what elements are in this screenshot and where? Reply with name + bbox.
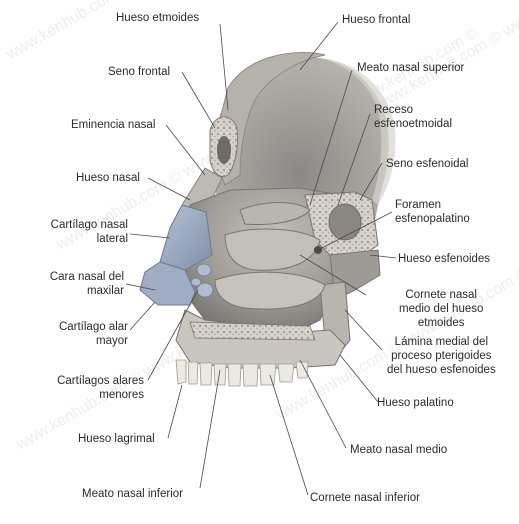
occipital-shadow: [320, 58, 396, 205]
label-hueso-palatino: Hueso palatino: [377, 397, 454, 409]
label-cara-nasal-maxilar: Cara nasal del maxilar: [49, 271, 124, 297]
minor-alar-cartilages: [190, 263, 214, 298]
label-hueso-nasal: Hueso nasal: [76, 172, 140, 184]
label-cartilago-alar-mayor: Cartílago alar mayor: [58, 321, 128, 347]
label-seno-frontal: Seno frontal: [108, 66, 171, 78]
label-seno-esfenoidal: Seno esfenoidal: [386, 158, 469, 170]
label-cornete-nasal-inferior: Cornete nasal inferior: [310, 492, 420, 504]
inferior-concha: [214, 271, 326, 310]
label-cartilagos-alares-menores: Cartílagos alares menores: [57, 375, 144, 401]
sphenoid-sinus-cavity: [328, 203, 362, 241]
major-alar-cartilage: [139, 261, 196, 306]
superior-concha: [239, 202, 311, 225]
frontal-bone: [211, 52, 326, 186]
label-hueso-lagrimal: Hueso lagrimal: [78, 433, 155, 445]
label-meato-nasal-superior: Meato nasal superior: [357, 62, 465, 74]
teeth: [175, 359, 309, 387]
label-hueso-frontal: Hueso frontal: [342, 14, 411, 26]
frontal-sinus-cavity: [217, 136, 231, 164]
label-receso-esfenoetmoidal: Receso esfenoetmoidal: [374, 104, 452, 130]
label-meato-nasal-inferior: Meato nasal inferior: [82, 488, 183, 500]
leader-lines: [125, 21, 397, 496]
label-eminencia-nasal: Eminencia nasal: [71, 119, 156, 131]
label-foramen-esfenopalatino: Foramen esfenopalatino: [395, 199, 470, 225]
label-meato-nasal-medio: Meato nasal medio: [350, 444, 448, 456]
label-hueso-esfenoides: Hueso esfenoides: [398, 253, 491, 265]
middle-concha: [224, 228, 321, 271]
hard-palate: [189, 321, 316, 341]
label-cornete-medio: Cornete nasal medio del hueso etmoides: [399, 289, 484, 329]
label-lamina-medial: Lámina medial del proceso pterigoides de…: [387, 336, 496, 376]
label-cartilago-nasal-lateral: Cartílago nasal lateral: [50, 219, 128, 245]
label-hueso-etmoides: Hueso etmoides: [116, 12, 200, 24]
